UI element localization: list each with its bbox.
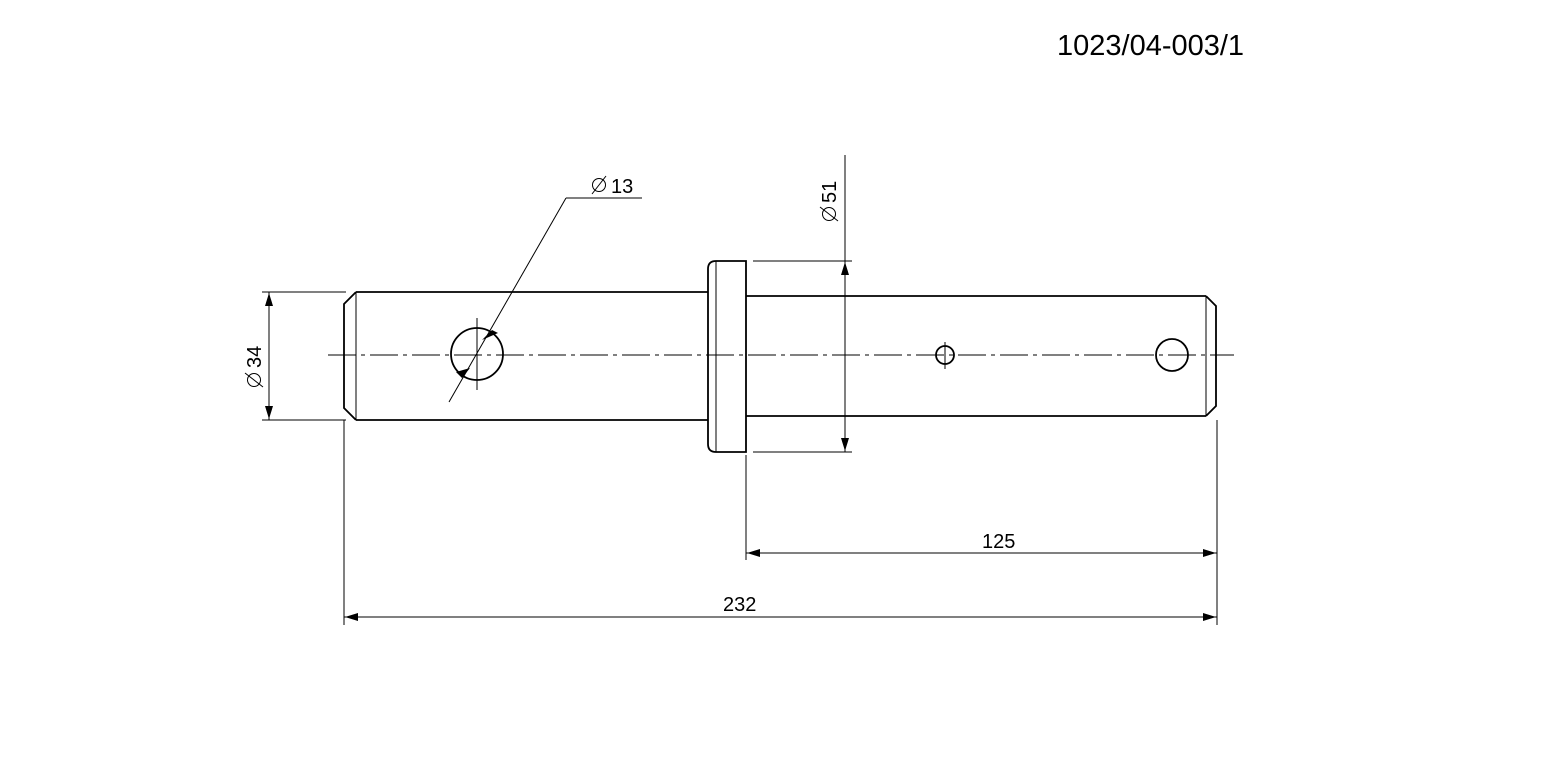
length-232-dimension [343, 420, 1217, 625]
collar-diameter-dimension [753, 155, 852, 453]
right-shaft [746, 295, 1217, 417]
collar [707, 260, 747, 453]
length-125-label: 125 [982, 531, 1015, 553]
drawing-number: 1023/04-003/1 [1057, 30, 1244, 62]
shaft-diameter-value: 34 [244, 346, 266, 368]
left-shaft [343, 291, 708, 421]
collar-diameter-label: 51 [819, 181, 841, 222]
hole-diameter-value: 13 [611, 176, 633, 198]
diameter-icon [244, 372, 264, 388]
diameter-icon [591, 175, 607, 195]
hole-diameter-leader [448, 197, 642, 403]
shaft-diameter-label: 34 [244, 346, 266, 388]
length-125-dimension [745, 420, 1218, 625]
shaft-diameter-dimension [262, 291, 346, 421]
hole-diameter-label: 13 [591, 175, 633, 198]
pin-hole [1155, 338, 1189, 372]
length-232-label: 232 [723, 594, 756, 616]
collar-diameter-value: 51 [819, 181, 841, 203]
diameter-icon [819, 206, 839, 222]
